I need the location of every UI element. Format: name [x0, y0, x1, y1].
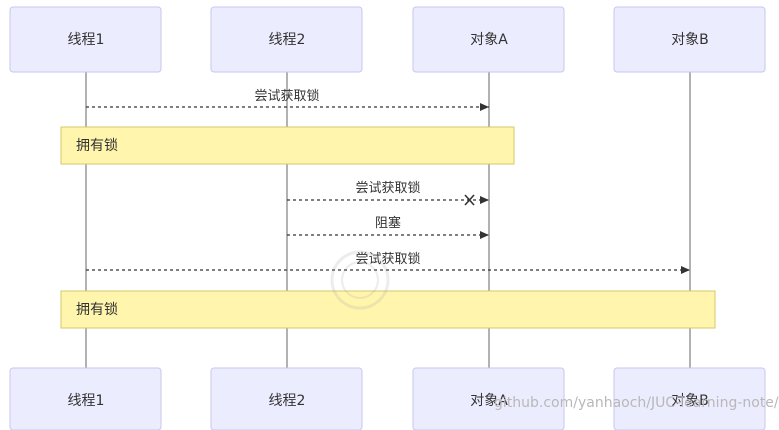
actor-object-b-bottom: 对象B: [613, 367, 766, 430]
message-thread2-blocked: 阻塞: [287, 215, 489, 239]
actor-thread1-bottom: 线程1: [9, 367, 162, 430]
actor-label: 线程2: [269, 393, 306, 409]
watermark-url: github.com/yanhaoch/JUC-learning-note/: [494, 395, 779, 411]
actor-label: 对象B: [671, 32, 709, 48]
actors-top: 线程1 线程2 对象A 对象B: [9, 6, 766, 73]
note-holds-lock-1: 拥有锁: [60, 126, 515, 165]
actor-label: 对象A: [470, 32, 508, 48]
message-label: 尝试获取锁: [355, 180, 420, 196]
actor-label: 线程1: [68, 393, 105, 409]
actor-thread2-top: 线程2: [210, 6, 363, 73]
actor-object-a-top: 对象A: [412, 6, 565, 73]
message-label: 尝试获取锁: [355, 251, 420, 267]
actor-label: 线程1: [68, 32, 105, 48]
actor-thread2-bottom: 线程2: [210, 367, 363, 430]
note-holds-lock-2: 拥有锁: [60, 290, 716, 329]
cross-icon: [464, 194, 475, 206]
actors-bottom: 线程1 线程2 对象A 对象B: [9, 367, 766, 430]
message-thread2-try-lock: 尝试获取锁: [287, 180, 489, 206]
actor-label: 对象A: [470, 393, 508, 409]
actor-object-b-top: 对象B: [613, 6, 766, 73]
note-label: 拥有锁: [76, 302, 118, 318]
note-label: 拥有锁: [76, 138, 118, 154]
actor-label: 对象B: [671, 393, 709, 409]
message-label: 尝试获取锁: [254, 88, 319, 104]
actor-thread1-top: 线程1: [9, 6, 162, 73]
watermark-logo: [330, 250, 390, 310]
message-label: 阻塞: [375, 215, 401, 231]
message-thread1-to-object-b: 尝试获取锁: [86, 251, 690, 274]
actor-label: 线程2: [269, 32, 306, 48]
actor-object-a-bottom: 对象A: [412, 367, 565, 430]
message-thread1-to-object-a: 尝试获取锁: [86, 88, 489, 111]
